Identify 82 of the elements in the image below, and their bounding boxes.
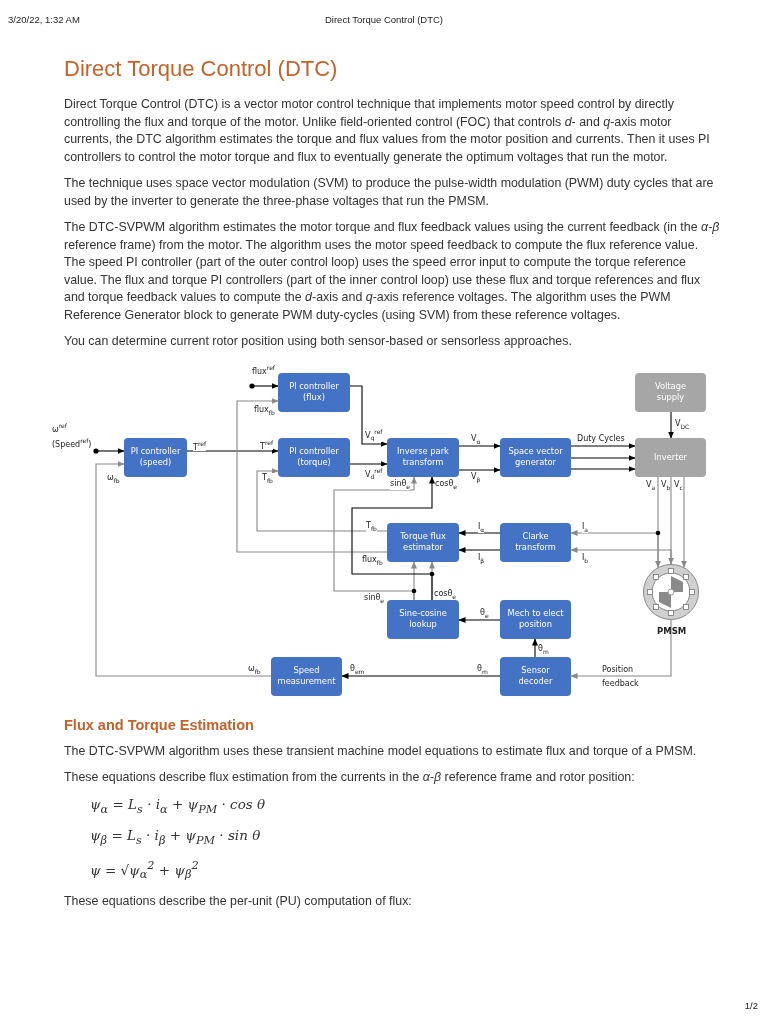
paragraph: The DTC-SVPWM algorithm uses these transient machine model equations to estimate flux and torque of a PMSM. bbox=[64, 742, 698, 760]
arrow bbox=[458, 529, 501, 536]
arrow bbox=[236, 397, 388, 553]
arrow bbox=[668, 410, 674, 439]
process-block: Mech to elect position bbox=[500, 599, 571, 639]
arrow bbox=[186, 447, 279, 454]
process-block: Inverse park transform bbox=[387, 437, 459, 477]
arrow bbox=[570, 546, 672, 565]
edge-label: θ$_{e}$ bbox=[480, 607, 489, 620]
arrow bbox=[458, 466, 501, 473]
edge-label: flux$_{fb}$ bbox=[362, 554, 383, 567]
page-title: Direct Torque Control (DTC) bbox=[64, 56, 339, 82]
timestamp: 3/20/22, 1:32 AM bbox=[8, 14, 80, 25]
arrow bbox=[570, 442, 636, 449]
arrow bbox=[349, 460, 388, 467]
arrow bbox=[458, 442, 501, 449]
paragraph: These equations describe the per-unit (PU) computation of flux: bbox=[64, 893, 413, 911]
motor-label: PMSM bbox=[657, 625, 687, 636]
process-block: PI controller (torque) bbox=[278, 437, 350, 477]
edge-label: θ$_{m}$ bbox=[538, 643, 549, 656]
edge-label: V$_{α}$ bbox=[471, 433, 481, 446]
signal-label: sinθ$_{e}$ bbox=[390, 478, 411, 491]
edge-label: Position feedback bbox=[602, 663, 640, 690]
equation: ψ$_{α}$ = L$_{s}$ · i$_{α}$ + ψ$_{PM}$ · cos θ bbox=[90, 795, 266, 816]
edge-label: ω$_{fb}$ bbox=[248, 663, 261, 676]
edge-label: ω$^{ref}$ (Speed$^{ref}$) bbox=[52, 420, 93, 451]
process-block: PI controller (speed) bbox=[124, 437, 187, 477]
process-block: Torque flux estimator bbox=[387, 522, 459, 562]
edge-label: I$_{a}$ bbox=[582, 521, 589, 534]
edge-label: I$_{β}$ bbox=[478, 552, 485, 565]
arrow bbox=[93, 447, 125, 454]
arrow bbox=[532, 637, 538, 658]
edge-label: Duty Cycles bbox=[577, 433, 625, 443]
paragraph: These equations describe flux estimation from the currents in the α-β reference frame and rotor position: bbox=[64, 769, 636, 786]
paragraph: Direct Torque Control (DTC) is a vector motor control technique that implements motor speed control by directly controlling the flux and torque of the motor. Unlike field-oriented control (FOC) that controls d- and q-axis motor currents, the DTC algorithm estimates the torque and flux values from the motor position and currents. Then it uses PI controllers to control the motor torque and flux to eventually generate the optimum voltages that run the motor. bbox=[64, 96, 711, 166]
paragraph: The technique uses space vector modulation (SVM) to produce the pulse-width modulation (PWM) duty cycles that are used by the inverter to generate the three-phase voltages that run the PMSM. bbox=[64, 175, 715, 210]
page-header-title: Direct Torque Control (DTC) bbox=[324, 14, 444, 25]
edge-label: V$_{c}$ bbox=[674, 479, 683, 492]
edge-label: V$_{DC}$ bbox=[675, 418, 690, 431]
edge-label: V$_{a}$ bbox=[646, 479, 656, 492]
process-block: Inverter bbox=[635, 437, 706, 477]
edge-label: θ$_{m}$ bbox=[477, 663, 488, 676]
process-block: Speed measurement bbox=[271, 656, 342, 696]
paragraph: The DTC-SVPWM algorithm estimates the motor torque and flux feedback values using the current feedback (in the α-β reference frame) from the motor. The algorithm uses the motor speed feedback to compute the flux reference value. The speed PI controller (part of the outer control loop) uses the speed error input to compute the torque reference value. The flux and torque PI controllers (part of the inner control loop) use these flux and torque references and flux and torque feedback values to compute the d-axis and q-axis reference voltages. The algorithm uses the PWM Reference Generator block to generate PWM duty-cycles (using SVM) from these reference voltages. bbox=[64, 219, 720, 324]
arrow bbox=[570, 465, 636, 472]
process-block: Sensor decoder bbox=[500, 656, 571, 696]
process-block: Space vector generator bbox=[500, 437, 571, 477]
edge-label: V$_{β}$ bbox=[471, 471, 481, 484]
edge-label: V$_{b}$ bbox=[661, 479, 671, 492]
arrow bbox=[341, 672, 501, 679]
paragraph: You can determine current rotor position using both sensor-based or sensorless approaches. bbox=[64, 333, 573, 350]
arrow bbox=[351, 475, 435, 601]
edge-label: I$_{b}$ bbox=[582, 552, 589, 565]
edge-label: I$_{α}$ bbox=[478, 521, 485, 534]
arrow bbox=[349, 384, 388, 447]
signal-label: cosθ$_{e}$ bbox=[434, 588, 457, 601]
process-block: Voltage supply bbox=[635, 372, 706, 412]
signal-label: T$^{ref}$ bbox=[260, 437, 274, 451]
arrow bbox=[458, 616, 501, 623]
edge-label: T$^{ref}$ bbox=[193, 438, 207, 452]
arrow bbox=[570, 618, 672, 679]
arrow bbox=[95, 460, 272, 677]
arrow bbox=[256, 467, 388, 532]
edge-label: sinθ$_{e}$ bbox=[364, 592, 385, 605]
process-block: Clarke transform bbox=[500, 522, 571, 562]
edge-label: T$_{fb}$ bbox=[366, 520, 377, 533]
process-block: PI controller (flux) bbox=[278, 372, 350, 412]
process-block: Sine-cosine lookup bbox=[387, 599, 459, 639]
arrow bbox=[570, 454, 636, 461]
signal-label: T$_{fb}$ bbox=[262, 472, 273, 485]
signal-label: θ$_{em}$ bbox=[350, 663, 365, 676]
arrow bbox=[458, 546, 501, 553]
edge-label: flux$^{ref}$ bbox=[252, 362, 275, 376]
signal-label: flux$_{fb}$ bbox=[254, 404, 275, 417]
signal-label: ω$_{fb}$ bbox=[107, 472, 120, 485]
arrow bbox=[681, 475, 687, 568]
section-heading: Flux and Torque Estimation bbox=[64, 716, 255, 733]
equation: ψ$_{β}$ = L$_{s}$ · i$_{β}$ + ψ$_{PM}$ · sin θ bbox=[90, 827, 261, 847]
arrow bbox=[333, 475, 417, 601]
edge-label: cosθ$_{e}$ bbox=[435, 478, 458, 491]
page-number: 1/2 bbox=[744, 1000, 758, 1011]
arrow bbox=[249, 382, 279, 389]
